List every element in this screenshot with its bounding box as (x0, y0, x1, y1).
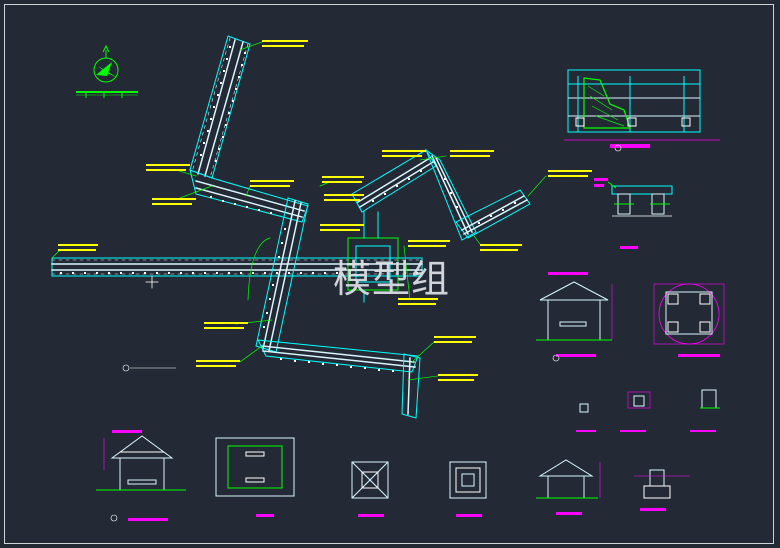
central-platform (347, 211, 399, 303)
crosshair-icon (145, 275, 159, 289)
drawing-title-markers (110, 144, 622, 522)
watermark-text: 模型组 (333, 257, 451, 301)
north-arrow-icon (76, 44, 138, 98)
walkway-horizontal (51, 257, 423, 277)
section-detail-top (564, 69, 720, 148)
footing-detail (634, 469, 690, 511)
pavilion-plan-bottom (215, 437, 295, 517)
pavilion-elevation-right (536, 272, 613, 357)
pavilion-elevation-bottom-right (536, 459, 601, 515)
walkway-link-east (189, 169, 309, 223)
small-details (576, 389, 720, 432)
tile-detail-b (449, 461, 487, 517)
pier-section-detail (594, 178, 673, 249)
boardwalk-plan (51, 35, 547, 419)
coordinate-annotations (58, 40, 592, 381)
walkway-posts (60, 46, 516, 372)
walkway-arm-northeast (351, 148, 531, 241)
pavilion-elevation-left (96, 430, 186, 521)
tile-detail-a (351, 461, 389, 517)
walkway-arm-north (189, 35, 251, 179)
drawing-border (4, 4, 774, 544)
pavilion-plan-right (653, 283, 725, 357)
walkway-arm-south (257, 339, 421, 419)
